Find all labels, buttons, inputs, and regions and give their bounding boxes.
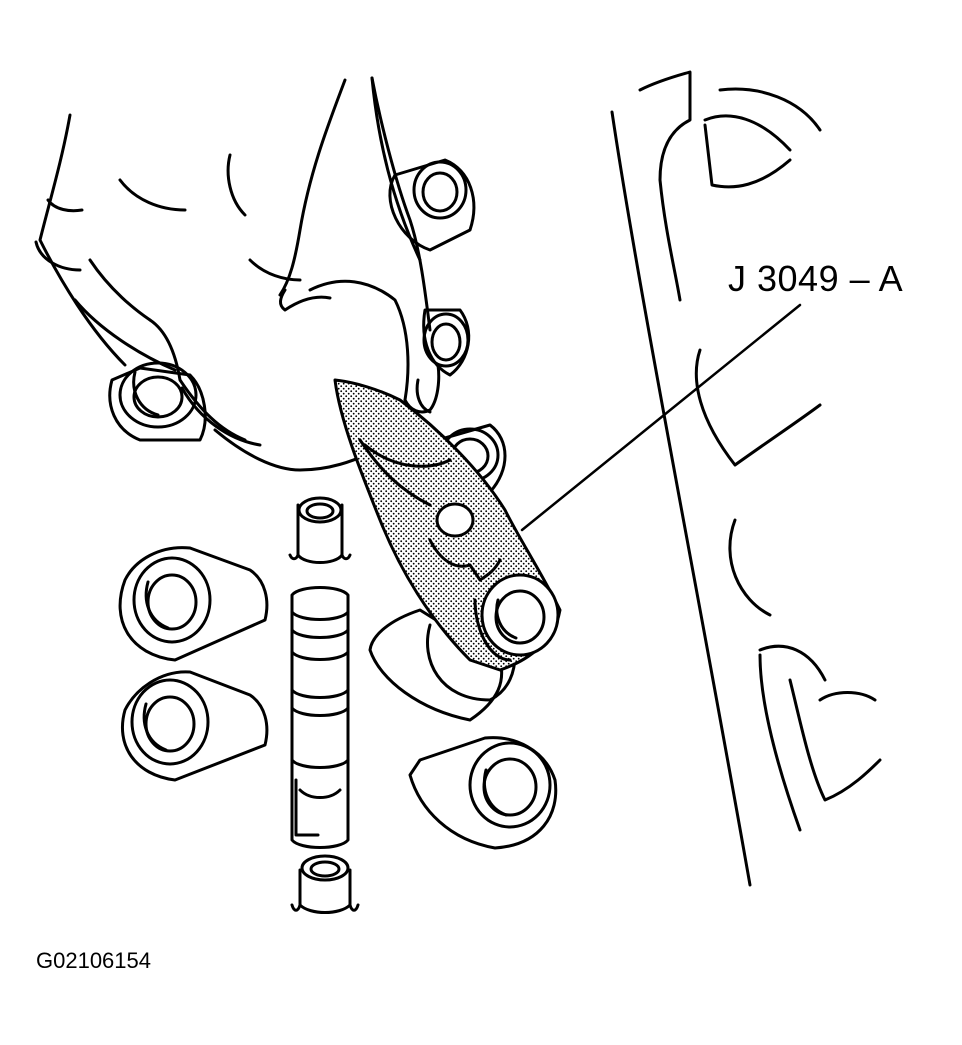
lifter-bore-upper-1	[390, 160, 474, 250]
lifter-body	[292, 588, 348, 848]
figure-id-label: G02106154	[36, 948, 151, 973]
lifter-bore-right-low	[410, 738, 556, 848]
lifter-bore-left-low	[122, 672, 266, 780]
lifter-top-cap	[290, 498, 350, 563]
engine-block-casting	[372, 72, 880, 885]
lifter-bottom-cap	[292, 856, 358, 913]
lifter-bore-upper-2	[424, 310, 469, 375]
lifter-bore-left-mid	[120, 548, 267, 660]
j3049a-lifter-pliers	[335, 380, 560, 670]
callout-leader-line	[522, 305, 800, 530]
lifter-bore-right-mid	[370, 610, 515, 720]
tool-callout-label: J 3049 – A	[728, 258, 904, 299]
